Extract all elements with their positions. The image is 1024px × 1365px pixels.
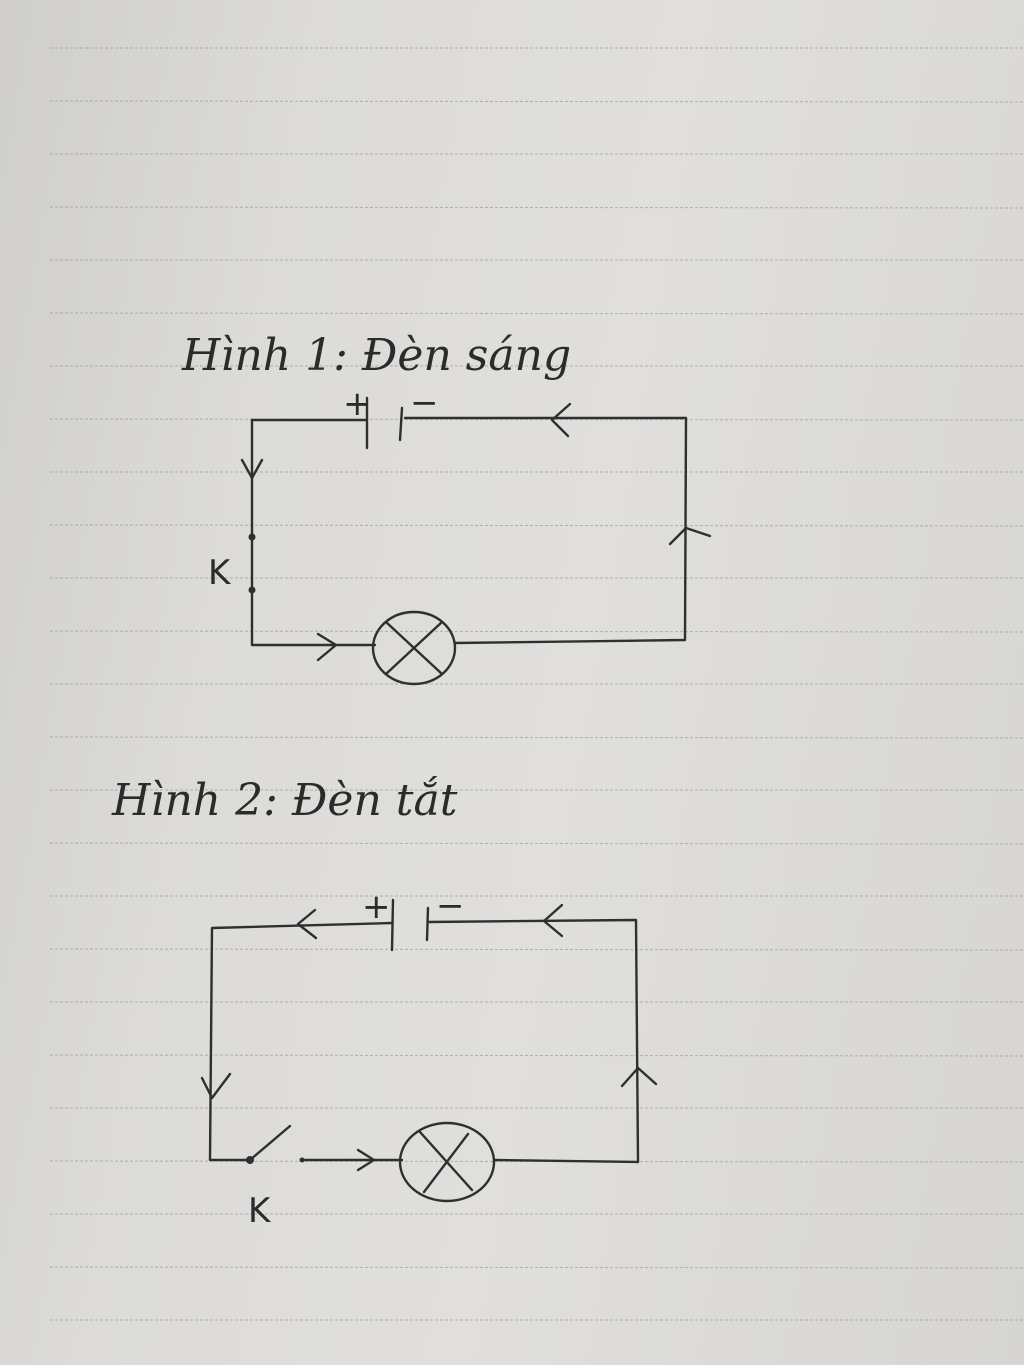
rule-line [49, 1266, 1024, 1269]
figure-1-right-wire [403, 416, 688, 645]
figure-2-arrow-bottom [356, 1148, 376, 1172]
figure-1-bottom-left-wire [250, 588, 377, 647]
rule-line [49, 842, 1024, 845]
figure-1-switch: K [208, 533, 256, 594]
figure-2: Hình 2: Đèn tắt + − K [111, 775, 658, 1231]
rule-line [49, 100, 1024, 103]
figure-1-battery-minus: − [410, 383, 439, 423]
figure-1-arrow-right [668, 526, 712, 546]
figure-2-lamp [398, 1121, 496, 1203]
figure-1-battery: + − [343, 383, 439, 450]
figure-1: Hình 1: Đèn sáng + − K [181, 330, 712, 686]
figure-2-left-wire [208, 921, 394, 1162]
figure-1-lamp [371, 610, 457, 686]
figure-2-battery-minus: − [436, 886, 465, 926]
figure-1-arrow-bottom [316, 632, 338, 662]
figure-2-arrow-top-right [542, 903, 564, 938]
figure-2-title: Hình 2: Đèn tắt [111, 775, 458, 826]
figure-2-battery: + − [362, 886, 465, 952]
figure-1-battery-plus: + [343, 384, 372, 424]
figure-2-arrow-right [620, 1066, 658, 1088]
figure-2-right-wire [426, 918, 640, 1164]
rule-line [49, 418, 1024, 421]
rule-line [49, 1054, 1024, 1057]
figure-1-title: Hình 1: Đèn sáng [181, 330, 571, 381]
figure-2-arrow-left [200, 1072, 232, 1100]
rule-line [49, 736, 1024, 739]
figure-2-battery-plus: + [362, 887, 391, 927]
figure-2-switch: K [246, 1124, 305, 1231]
figure-1-arrow-top [550, 402, 572, 438]
figure-1-arrow-left [240, 458, 264, 480]
rule-line [49, 524, 1024, 527]
rule-line [49, 630, 1024, 633]
rule-line [49, 312, 1024, 315]
figure-1-switch-label: K [208, 553, 232, 593]
figure-2-switch-label: K [248, 1191, 272, 1231]
figure-2-arrow-top-left [296, 908, 318, 940]
rule-line [49, 206, 1024, 209]
